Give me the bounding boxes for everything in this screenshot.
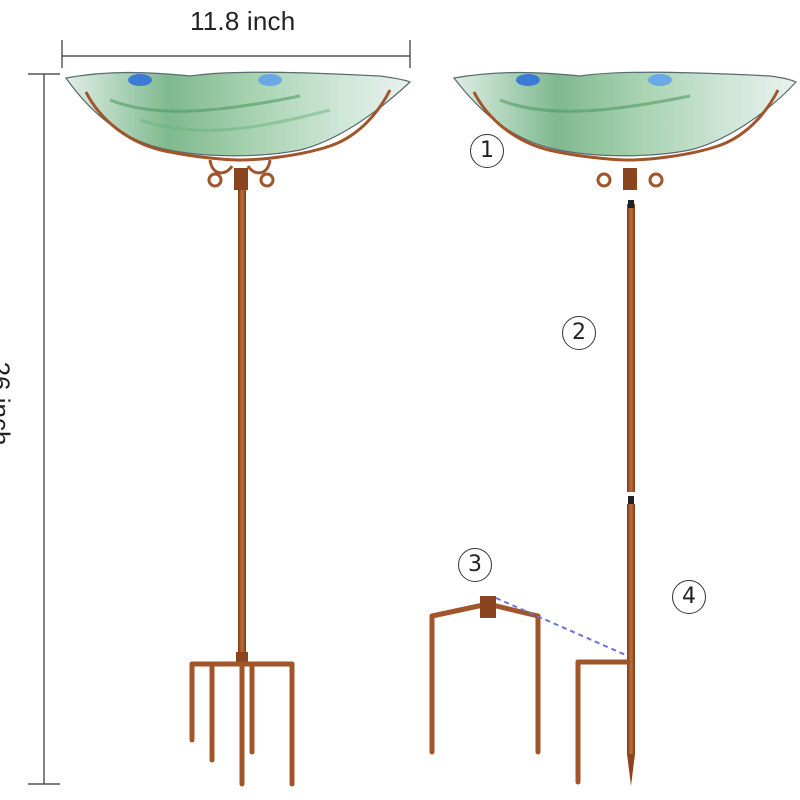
copper-bowl-frame	[84, 89, 392, 162]
glass-bowl	[64, 71, 412, 157]
pole	[238, 190, 246, 660]
part-1-bowl	[452, 71, 797, 190]
height-label: 26 inch	[0, 361, 16, 446]
width-dimension-line	[61, 40, 411, 68]
part-2-upper-pole	[627, 200, 635, 492]
part-number-2: 2	[562, 316, 596, 350]
part-4-lower-pole	[575, 496, 635, 786]
part-number-1: 1	[470, 134, 504, 168]
fork-connector-sleeve	[480, 596, 496, 618]
height-dimension-line	[28, 73, 60, 785]
assembly-guide-line	[495, 597, 629, 657]
part-number-3: 3	[458, 548, 492, 582]
exploded-parts	[429, 71, 797, 786]
stake-fork	[189, 661, 295, 787]
part-3-fork-connector	[429, 601, 541, 755]
part-number-4: 4	[672, 580, 706, 614]
blue-bead	[258, 74, 282, 86]
assembled-birdbath	[64, 71, 412, 787]
width-label: 11.8 inch	[190, 6, 296, 36]
blue-bead	[128, 74, 152, 86]
